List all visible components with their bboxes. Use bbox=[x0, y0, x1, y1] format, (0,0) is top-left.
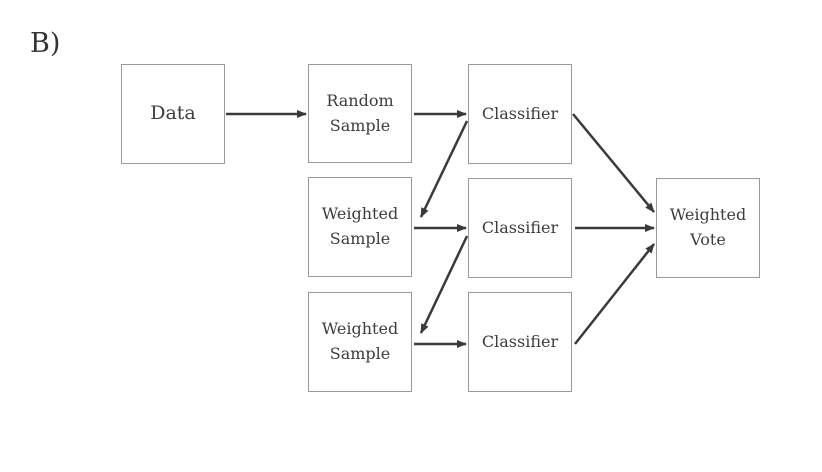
arrow-classifier-2-to-weighted-sample-2 bbox=[419, 235, 469, 334]
data-node: Data bbox=[121, 64, 225, 164]
classifier-node-1: Classifier bbox=[468, 64, 572, 164]
weighted-sample-node-1: Weighted Sample bbox=[308, 177, 412, 277]
weighted-sample-node-2: Weighted Sample bbox=[308, 292, 412, 392]
weighted-vote-node: Weighted Vote bbox=[656, 178, 760, 278]
random-sample-label: Random Sample bbox=[326, 90, 394, 135]
data-node-label: Data bbox=[150, 102, 196, 125]
classifier-node-2: Classifier bbox=[468, 178, 572, 278]
arrow-classifier-1-to-weighted-sample-1 bbox=[419, 120, 469, 218]
classifier-label-2: Classifier bbox=[481, 217, 559, 237]
weighted-sample-label-2: Weighted Sample bbox=[321, 319, 399, 363]
panel-label: B) bbox=[30, 28, 61, 59]
random-sample-node: Random Sample bbox=[308, 64, 412, 163]
weighted-vote-label: Weighted Vote bbox=[669, 205, 747, 249]
classifier-label-1: Classifier bbox=[481, 103, 559, 123]
weighted-sample-label-1: Weighted Sample bbox=[321, 204, 399, 248]
arrow-classifier-3-to-weighted-vote bbox=[574, 243, 655, 345]
classifier-label-3: Classifier bbox=[481, 331, 559, 351]
arrow-classifier-1-to-weighted-vote bbox=[572, 113, 655, 213]
classifier-node-3: Classifier bbox=[468, 292, 572, 392]
